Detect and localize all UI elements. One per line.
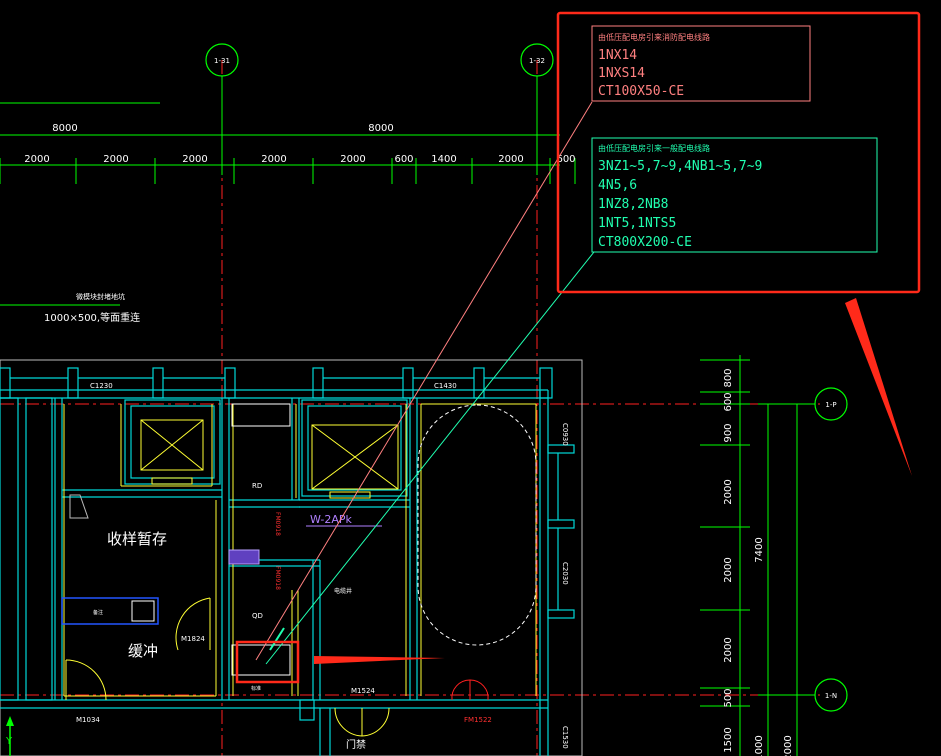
highlight-annotations: [235, 298, 912, 684]
label-m1034: M1034: [76, 716, 100, 724]
top-dimensions: 8000 8000 2000 2000 2000 2000 2000 600 1…: [0, 102, 576, 184]
annot-line2: 1000×500,等面重连: [44, 311, 140, 324]
label-c1530: C1530: [561, 726, 569, 749]
label-m1524: M1524: [351, 687, 375, 695]
callout-panel[interactable]: 由低压配电房引来消防配电线路 1NX14 1NXS14 CT100X50-CE …: [556, 11, 921, 294]
red-arrow-left: [314, 656, 445, 664]
callout-box1-title: 由低压配电房引来消防配电线路: [598, 32, 710, 42]
doors: [65, 597, 390, 737]
callout-box2-title: 由低压配电房引来一般配电线路: [598, 143, 710, 153]
callout-box-fire: [591, 25, 811, 102]
callout-box1-line: 1NX14: [598, 48, 637, 63]
dim-sub: 2000: [24, 154, 49, 165]
label-m1824: M1824: [181, 635, 205, 643]
dim-right: 2000: [723, 479, 734, 504]
dim-right-extra: 1000: [754, 735, 765, 756]
label-small-1: 备注: [93, 609, 103, 616]
grid-label-row1: 1-P: [825, 401, 836, 409]
dim-right: 2000: [723, 637, 734, 662]
dim-right-extra: 2000: [783, 735, 794, 756]
building-walls: [0, 359, 583, 756]
dim-sub: 1400: [431, 154, 456, 165]
callout-box1-line: 1NXS14: [598, 66, 645, 81]
dim-sub: 2000: [340, 154, 365, 165]
dim-bay2: 8000: [368, 123, 393, 134]
cabinet-label: W-2APk: [310, 513, 353, 526]
callout-box1-line: CT100X50-CE: [598, 84, 684, 99]
label-c1430: C1430: [434, 382, 457, 390]
grid-label-col2: 1-32: [529, 57, 545, 65]
label-c2030: C2030: [561, 562, 569, 585]
room-electrical: 电缆井: [334, 587, 352, 595]
dim-sub: 600: [394, 154, 413, 165]
element-labels: C1230 C1430 C0930 C2030 C1530 M1824 M152…: [76, 382, 569, 749]
room-access-control: 门禁: [346, 738, 366, 751]
label-c1230: C1230: [90, 382, 113, 390]
right-dimensions: 800 600 900 2000 2000 2000 500 1500 7400…: [700, 355, 798, 756]
label-fm0918-a: FM0918: [274, 512, 281, 536]
callout-box2-line: 1NZ8,2NB8: [598, 197, 668, 212]
room-buffer: 缓冲: [128, 642, 158, 660]
annot-line1: 微模块封堵地坑: [76, 292, 125, 301]
dim-sub: 2000: [261, 154, 286, 165]
callout-highlight-frame: [556, 11, 921, 294]
callout-box2-line: 4N5,6: [598, 178, 637, 193]
equipment: [61, 494, 260, 625]
dim-right: 800: [723, 368, 734, 387]
dim-sub: 2000: [182, 154, 207, 165]
fire-door: [451, 679, 489, 701]
label-fm0918-b: FM0918: [274, 566, 281, 590]
room-sample-storage: 收样暂存: [107, 530, 167, 548]
callout-box2-line: 3NZ1~5,7~9,4NB1~5,7~9: [598, 159, 762, 174]
label-fm1522: FM1522: [464, 716, 492, 724]
dim-sub: 2000: [498, 154, 523, 165]
dim-right: 600: [723, 392, 734, 411]
grid-label-row2: 1-N: [825, 692, 837, 700]
dim-right: 1500: [723, 727, 734, 752]
dim-right-total: 7400: [754, 537, 765, 562]
grid-label-col1: 1-31: [214, 57, 230, 65]
ucs-axis-icon: Y: [5, 716, 14, 756]
dim-right: 500: [723, 688, 734, 707]
room-labels: 收样暂存 缓冲 RD QD 电缆井 门禁 W-2APk: [107, 482, 382, 751]
dim-sub: 2000: [103, 154, 128, 165]
label-c0930: C0930: [561, 423, 569, 446]
axis-y-label: Y: [5, 736, 13, 747]
label-small-2: 标准: [251, 685, 261, 692]
leader-lines: [255, 101, 595, 665]
callout-box2-line: 1NT5,1NTS5: [598, 216, 676, 231]
dim-bay1: 8000: [52, 123, 77, 134]
callout-box-general: [591, 137, 878, 253]
left-annotation: 微模块封堵地坑 1000×500,等面重连: [0, 292, 140, 324]
dim-sub: 600: [556, 154, 575, 165]
highlight-box-equipment: [235, 640, 300, 684]
room-qd: QD: [252, 612, 263, 620]
dim-right: 2000: [723, 557, 734, 582]
callout-box2-line: CT800X200-CE: [598, 235, 692, 250]
room-rd: RD: [252, 482, 262, 490]
dim-right: 900: [723, 423, 734, 442]
red-arrow-diagonal: [845, 298, 912, 476]
